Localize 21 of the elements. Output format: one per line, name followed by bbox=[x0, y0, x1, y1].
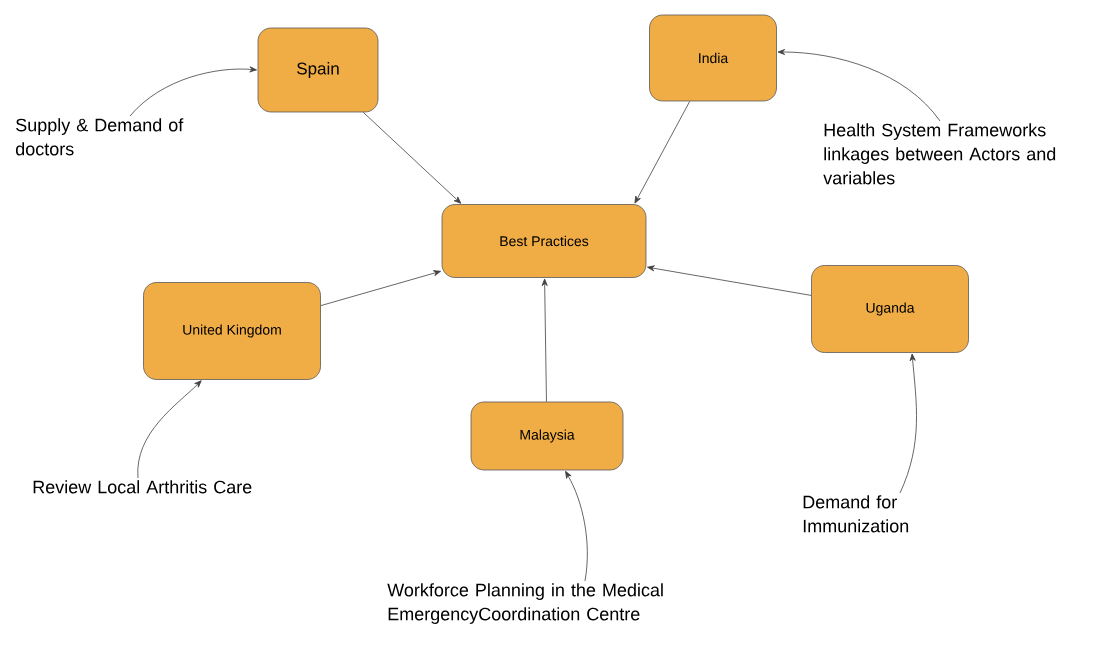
arrow bbox=[899, 353, 917, 494]
arrow bbox=[565, 470, 588, 582]
annotation-text: Health System Frameworks linkages between Actors and variables bbox=[823, 123, 1056, 185]
arrow bbox=[634, 101, 691, 204]
arrow bbox=[541, 278, 548, 402]
arrow bbox=[647, 265, 812, 296]
country-box: India bbox=[649, 14, 777, 102]
arrow bbox=[777, 49, 941, 122]
country-box: Malaysia bbox=[470, 401, 624, 471]
country-box: United Kingdom bbox=[143, 282, 321, 380]
country-box: Spain bbox=[257, 27, 379, 113]
arrow bbox=[129, 66, 257, 117]
country-box: Uganda bbox=[811, 265, 969, 353]
arrow bbox=[362, 112, 462, 204]
annotation-text: Workforce Planning in the Medical EmergencyCoordination Centre bbox=[387, 583, 663, 624]
annotation-text: Supply & Demand of doctors bbox=[15, 118, 184, 156]
arrow bbox=[137, 380, 202, 479]
arrow bbox=[320, 270, 441, 306]
annotation-text: Review Local Arthritis Care bbox=[33, 480, 252, 494]
country-box: Best Practices bbox=[441, 204, 647, 278]
annotation-text: Demand for Immunization bbox=[803, 495, 909, 533]
